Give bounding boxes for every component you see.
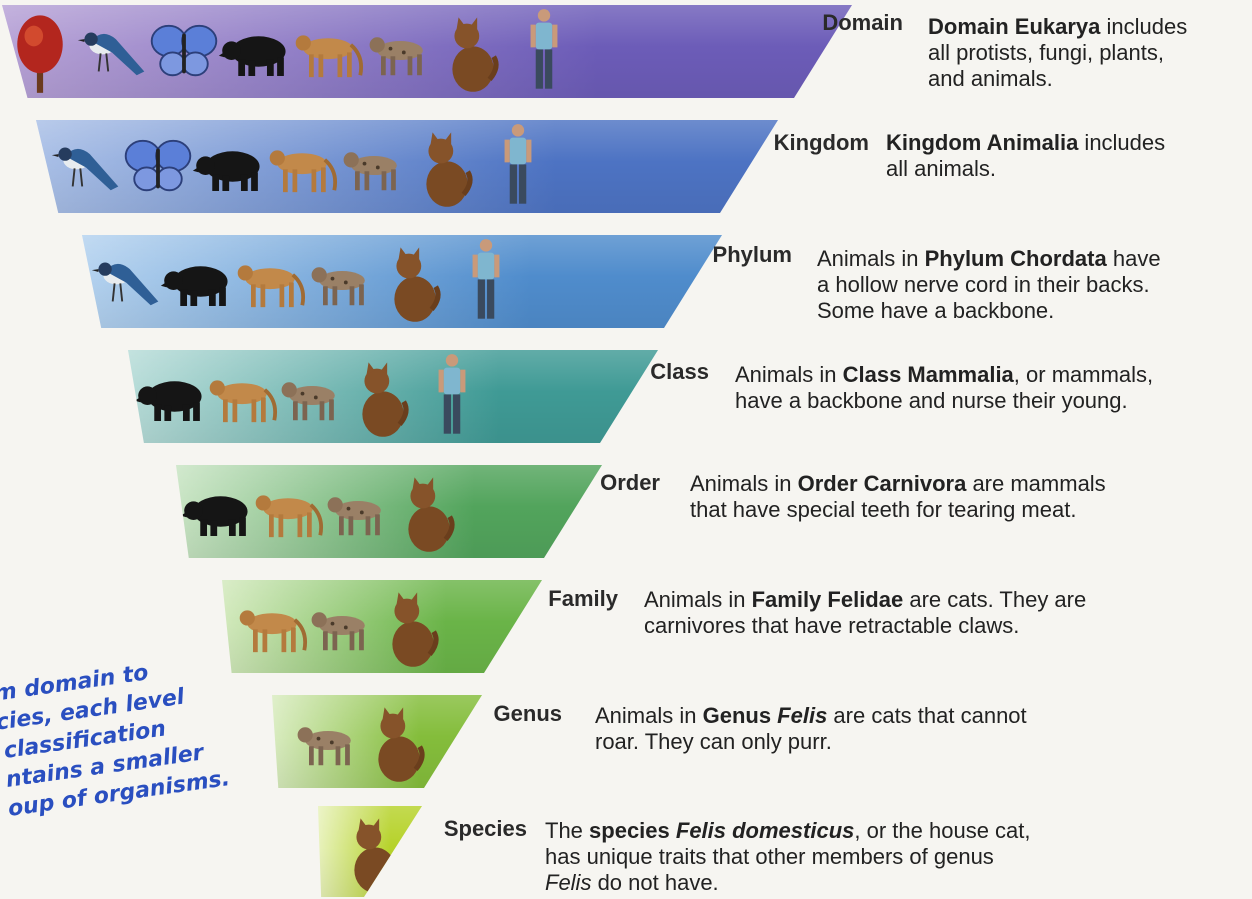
bird-icon <box>48 120 124 213</box>
species-band <box>318 806 422 897</box>
bobcat-icon <box>274 350 350 443</box>
kingdom-band <box>36 120 778 213</box>
genus-band <box>272 695 482 788</box>
bear-icon <box>180 465 256 558</box>
domain-band <box>2 5 852 98</box>
human-icon <box>414 350 490 443</box>
cat-icon <box>344 350 420 443</box>
domain-label: Domain <box>822 10 903 36</box>
kingdom-label: Kingdom <box>774 130 869 156</box>
description-line: have a backbone and nurse their young. <box>735 388 1153 414</box>
bird-icon <box>88 235 164 328</box>
bear-icon <box>134 350 210 443</box>
bobcat-icon <box>362 5 438 98</box>
bobcat-icon <box>304 580 380 673</box>
human-icon <box>448 235 524 328</box>
cat-icon <box>376 235 452 328</box>
cougar-icon <box>250 465 326 558</box>
class-description: Animals in Class Mammalia, or mammals,ha… <box>735 362 1153 414</box>
description-line: that have special teeth for tearing meat… <box>690 497 1106 523</box>
genus-label: Genus <box>494 701 562 727</box>
cat-icon <box>360 695 436 788</box>
cougar-icon <box>264 120 340 213</box>
description-line: Animals in Phylum Chordata have <box>817 246 1161 272</box>
species-description: The species Felis domesticus, or the hou… <box>545 818 1031 896</box>
bobcat-icon <box>304 235 380 328</box>
description-line: The species Felis domesticus, or the hou… <box>545 818 1031 844</box>
genus-description: Animals in Genus Felis are cats that can… <box>595 703 1027 755</box>
description-line: Animals in Family Felidae are cats. They… <box>644 587 1086 613</box>
description-line: a hollow nerve cord in their backs. <box>817 272 1161 298</box>
butterfly-icon <box>120 120 196 213</box>
species-label: Species <box>444 816 527 842</box>
description-line: Some have a backbone. <box>817 298 1161 324</box>
class-organisms <box>128 350 658 443</box>
cat-icon <box>408 120 484 213</box>
bobcat-icon <box>290 695 366 788</box>
bear-icon <box>192 120 268 213</box>
bird-icon <box>74 5 150 98</box>
bear-icon <box>160 235 236 328</box>
description-line: Felis do not have. <box>545 870 1031 896</box>
family-band <box>222 580 542 673</box>
bobcat-icon <box>320 465 396 558</box>
family-description: Animals in Family Felidae are cats. They… <box>644 587 1086 639</box>
bobcat-icon <box>336 120 412 213</box>
bear-icon <box>218 5 294 98</box>
handwritten-note: m domain to cies, each level classificat… <box>0 649 232 823</box>
cougar-icon <box>232 235 308 328</box>
family-label: Family <box>548 586 618 612</box>
cat-icon <box>374 580 450 673</box>
order-label: Order <box>600 470 660 496</box>
phylum-band <box>82 235 722 328</box>
family-organisms <box>222 580 542 673</box>
cougar-icon <box>234 580 310 673</box>
description-line: Animals in Genus Felis are cats that can… <box>595 703 1027 729</box>
species-organisms <box>318 806 422 897</box>
description-line: Kingdom Animalia includes <box>886 130 1165 156</box>
human-icon <box>480 120 556 213</box>
cat-icon <box>336 806 412 899</box>
phylum-label: Phylum <box>713 242 792 268</box>
phylum-organisms <box>82 235 722 328</box>
class-band <box>128 350 658 443</box>
cougar-icon <box>290 5 366 98</box>
tree-icon <box>2 5 78 98</box>
description-line: Animals in Class Mammalia, or mammals, <box>735 362 1153 388</box>
domain-organisms <box>2 5 852 98</box>
order-organisms <box>176 465 602 558</box>
description-line: carnivores that have retractable claws. <box>644 613 1086 639</box>
cat-icon <box>434 5 510 98</box>
butterfly-icon <box>146 5 222 98</box>
genus-organisms <box>272 695 482 788</box>
human-icon <box>506 5 582 98</box>
description-line: all animals. <box>886 156 1165 182</box>
description-line: Domain Eukarya includes <box>928 14 1187 40</box>
cat-icon <box>390 465 466 558</box>
class-label: Class <box>650 359 709 385</box>
description-line: all protists, fungi, plants, <box>928 40 1187 66</box>
kingdom-organisms <box>36 120 778 213</box>
cougar-icon <box>204 350 280 443</box>
description-line: Animals in Order Carnivora are mammals <box>690 471 1106 497</box>
description-line: has unique traits that other members of … <box>545 844 1031 870</box>
description-line: and animals. <box>928 66 1187 92</box>
order-band <box>176 465 602 558</box>
description-line: roar. They can only purr. <box>595 729 1027 755</box>
